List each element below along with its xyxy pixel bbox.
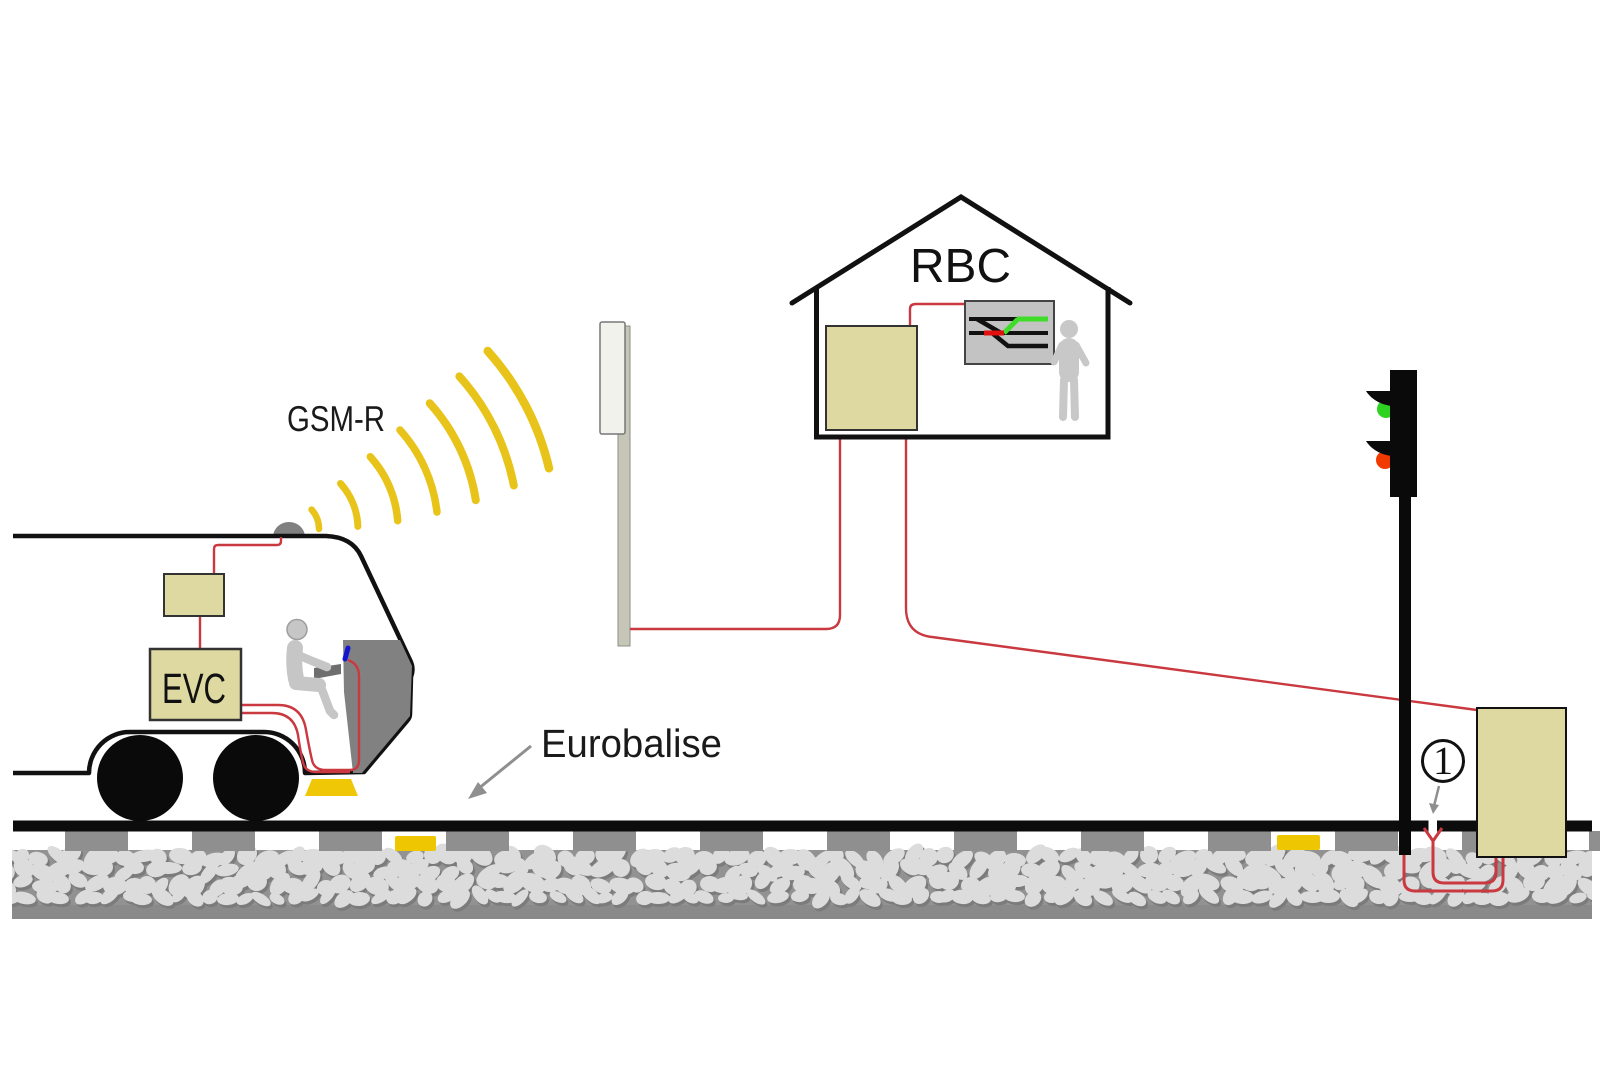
svg-text:RBC: RBC [910, 240, 1011, 293]
svg-text:1: 1 [1433, 738, 1453, 783]
svg-text:EVC: EVC [162, 666, 226, 713]
svg-text:GSM-R: GSM-R [287, 398, 385, 439]
svg-text:Eurobalise: Eurobalise [541, 722, 722, 766]
